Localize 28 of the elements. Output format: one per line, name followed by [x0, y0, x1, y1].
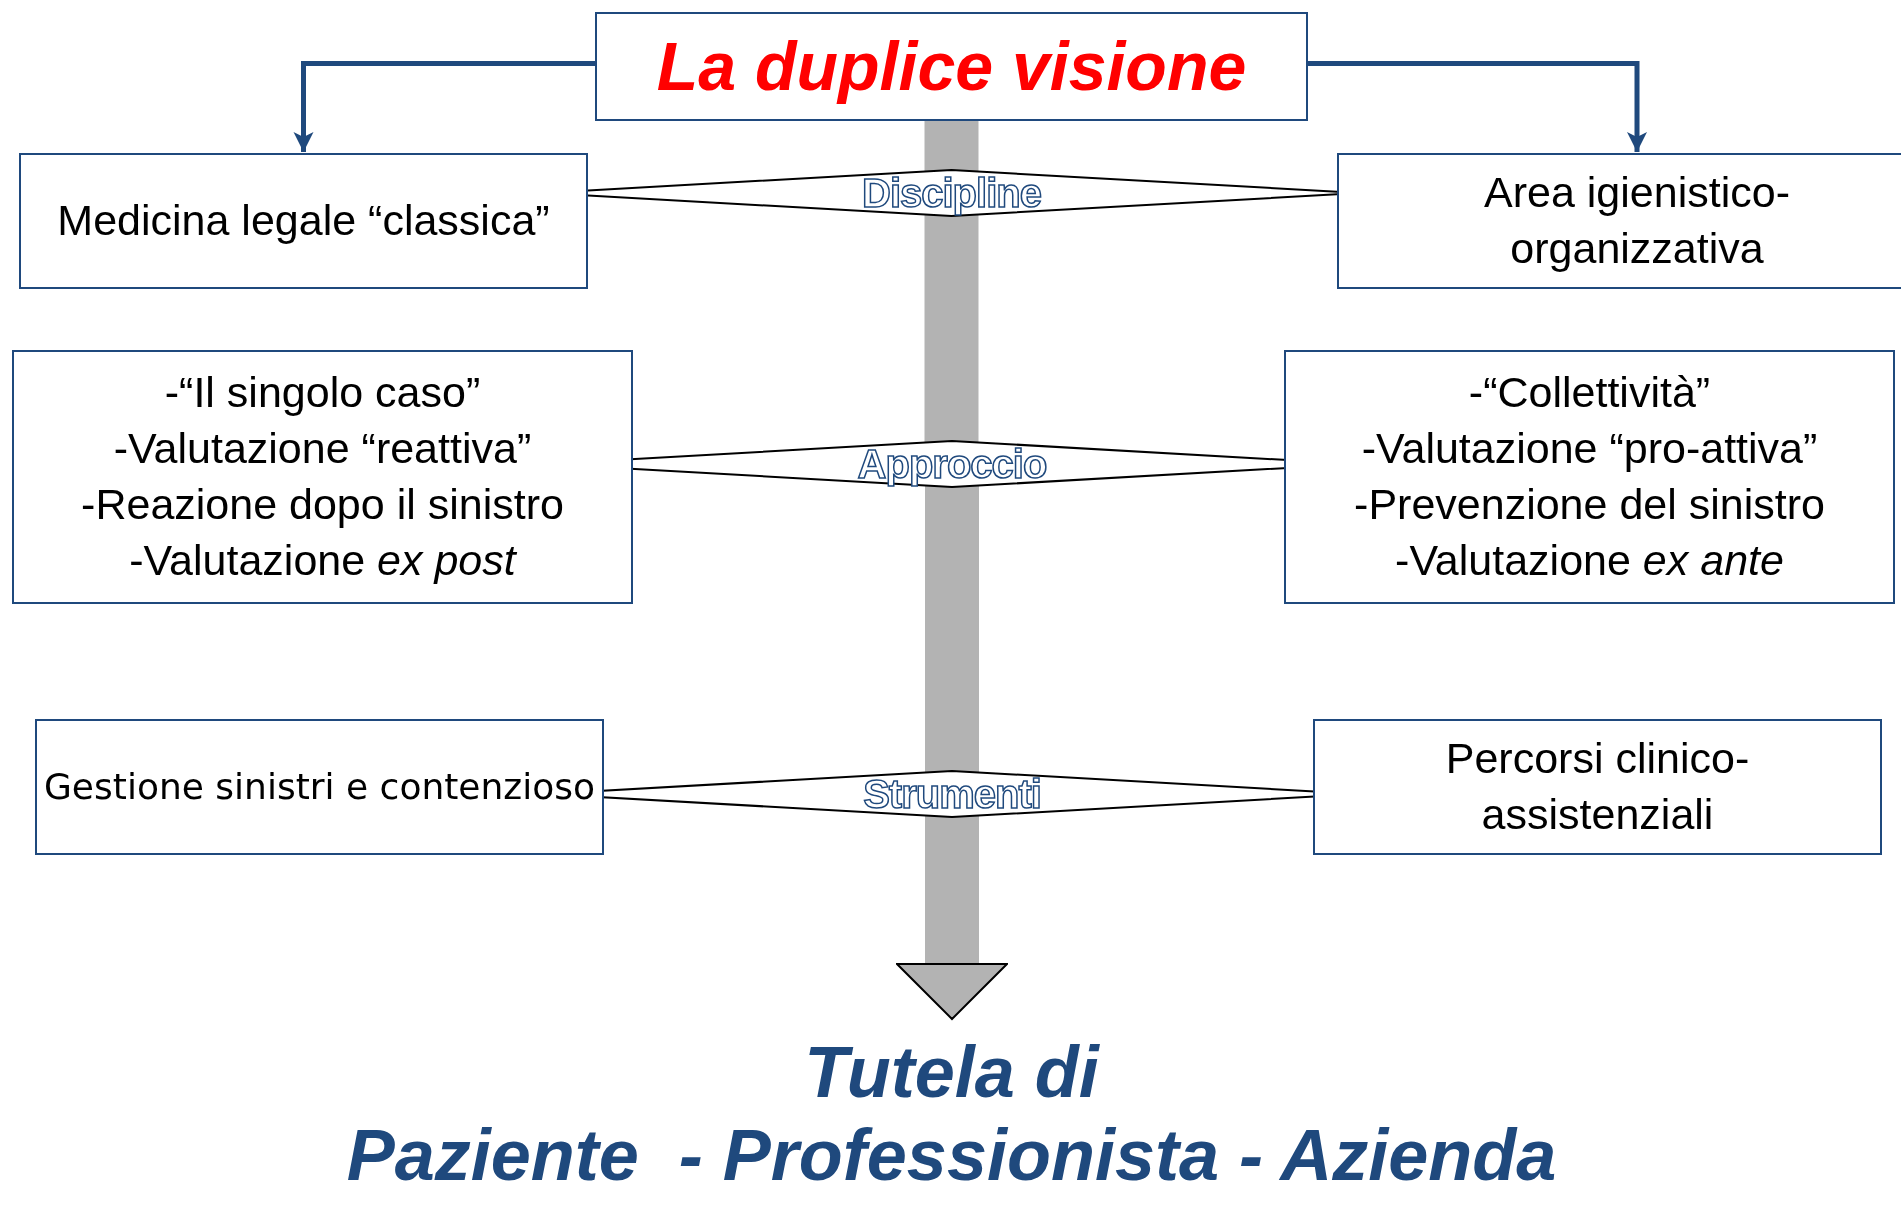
list-item: -Reazione dopo il sinistro — [81, 479, 564, 530]
list-item: -Valutazione ex post — [129, 534, 516, 586]
diamond-label: Discipline — [862, 170, 1041, 216]
box-text: Medicina legale “classica” — [57, 195, 550, 247]
list-item: -Valutazione ex ante — [1395, 534, 1784, 586]
text-box — [35, 719, 604, 855]
conclusion-text: Paziente - Professionista - Azienda — [346, 1113, 1557, 1197]
diamond-label: Approccio — [857, 441, 1047, 487]
list-item: -“Il singolo caso” — [164, 367, 481, 419]
text-box — [19, 153, 588, 289]
list-item: -Valutazione “reattiva” — [113, 423, 532, 475]
text-box — [12, 350, 633, 604]
box-text: Percorsi clinico-assistenziali — [1444, 733, 1751, 840]
text-box — [1313, 719, 1882, 855]
list-item: -“Collettività” — [1468, 367, 1711, 419]
title-box — [595, 12, 1308, 121]
arrow — [293, 61, 595, 152]
text-box — [1337, 153, 1901, 289]
arrow — [896, 816, 1008, 1020]
conclusion-text: Tutela di — [804, 1030, 1099, 1114]
diamond-label: Strumenti — [863, 771, 1041, 817]
text-box — [1284, 350, 1895, 604]
list-item: -Valutazione “pro-attiva” — [1361, 423, 1818, 475]
box-text: Area igienistico-organizzativa — [1483, 167, 1791, 274]
heading: La duplice visione — [656, 27, 1247, 107]
box-text: Gestione sinistri e contenzioso — [43, 764, 596, 809]
arrow — [1308, 61, 1647, 152]
list-item: -Prevenzione del sinistro — [1354, 479, 1825, 530]
